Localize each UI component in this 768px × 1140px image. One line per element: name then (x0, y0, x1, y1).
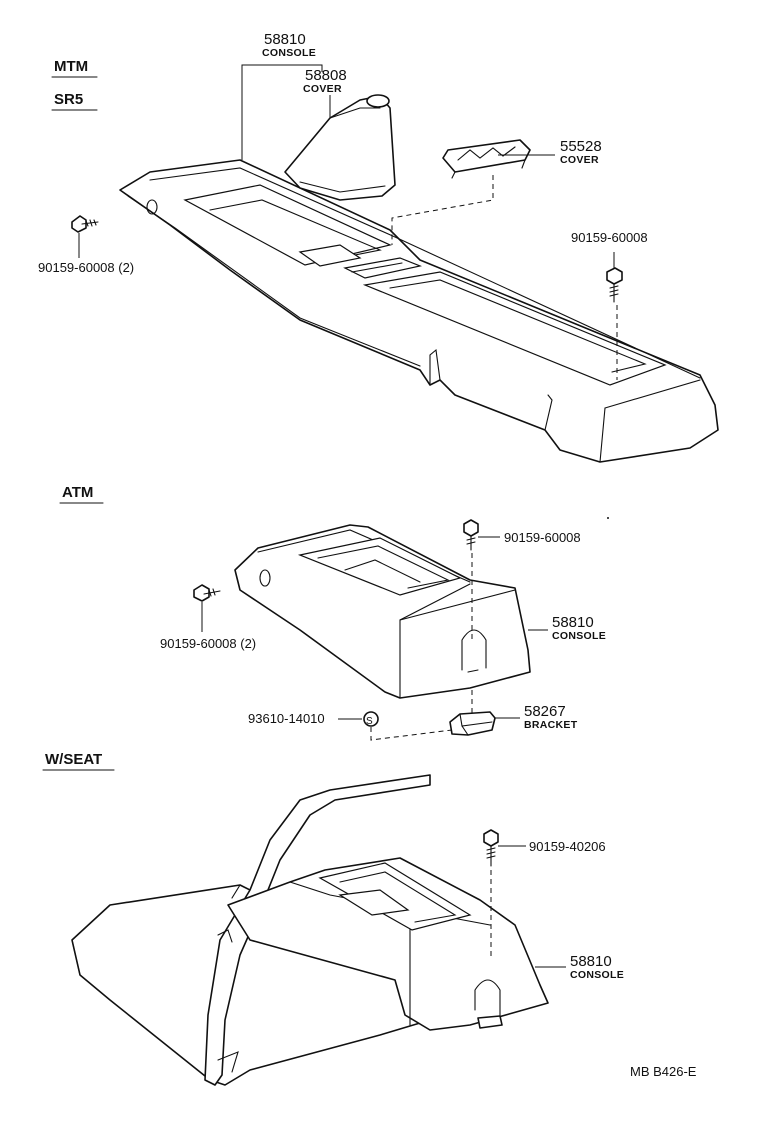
label-sr5: SR5 (54, 91, 83, 108)
atm-clip (338, 711, 453, 741)
atm-screw-top (463, 519, 500, 715)
mtm-labels: 58810 CONSOLE 58808 COVER 55528 COVER 90… (38, 31, 648, 275)
atm-clip-symbol: S (366, 716, 373, 727)
atm-labels: 90159-60008 90159-60008 (2) 58810 CONSOL… (160, 530, 606, 731)
wseat-console-name: CONSOLE (570, 969, 624, 981)
atm-bracket-name: BRACKET (524, 719, 578, 731)
atm-console-drawing (193, 519, 548, 741)
atm-bracket-number: 58267 (524, 703, 566, 720)
atm-clip-label: 93610-14010 (248, 711, 325, 726)
mtm-screw-right (606, 252, 623, 380)
atm-screw-left-label: 90159-60008 (2) (160, 636, 256, 651)
mtm-screw-left-label: 90159-60008 (2) (38, 260, 134, 275)
mtm-cover2-number: 55528 (560, 138, 602, 155)
atm-console-name: CONSOLE (552, 630, 606, 642)
atm-screw-left (193, 584, 221, 632)
wseat-console-number: 58810 (570, 953, 612, 970)
section-labels: MTM SR5 ATM W/SEAT (42, 58, 115, 771)
diagram-reference: MB B426-E (630, 1064, 697, 1079)
label-wseat: W/SEAT (45, 751, 102, 768)
atm-bracket (449, 711, 520, 736)
mtm-cover-name: COVER (303, 83, 342, 95)
mtm-cover2-name: COVER (560, 154, 599, 166)
label-atm: ATM (62, 484, 93, 501)
wseat-labels: 90159-40206 58810 CONSOLE (529, 839, 624, 981)
label-mtm: MTM (54, 58, 88, 75)
mtm-console-name: CONSOLE (262, 47, 316, 59)
atm-console-number: 58810 (552, 614, 594, 631)
wseat-screw (483, 829, 526, 960)
wseat-drawing (71, 774, 566, 1086)
wseat-screw-label: 90159-40206 (529, 839, 606, 854)
mtm-screw-left (71, 215, 99, 258)
atm-screw-top-label: 90159-60008 (504, 530, 581, 545)
mtm-console-drawing (71, 64, 719, 463)
mtm-console-number: 58810 (264, 31, 306, 48)
mtm-cover-number: 58808 (305, 67, 347, 84)
mtm-screw-right-label: 90159-60008 (571, 230, 648, 245)
